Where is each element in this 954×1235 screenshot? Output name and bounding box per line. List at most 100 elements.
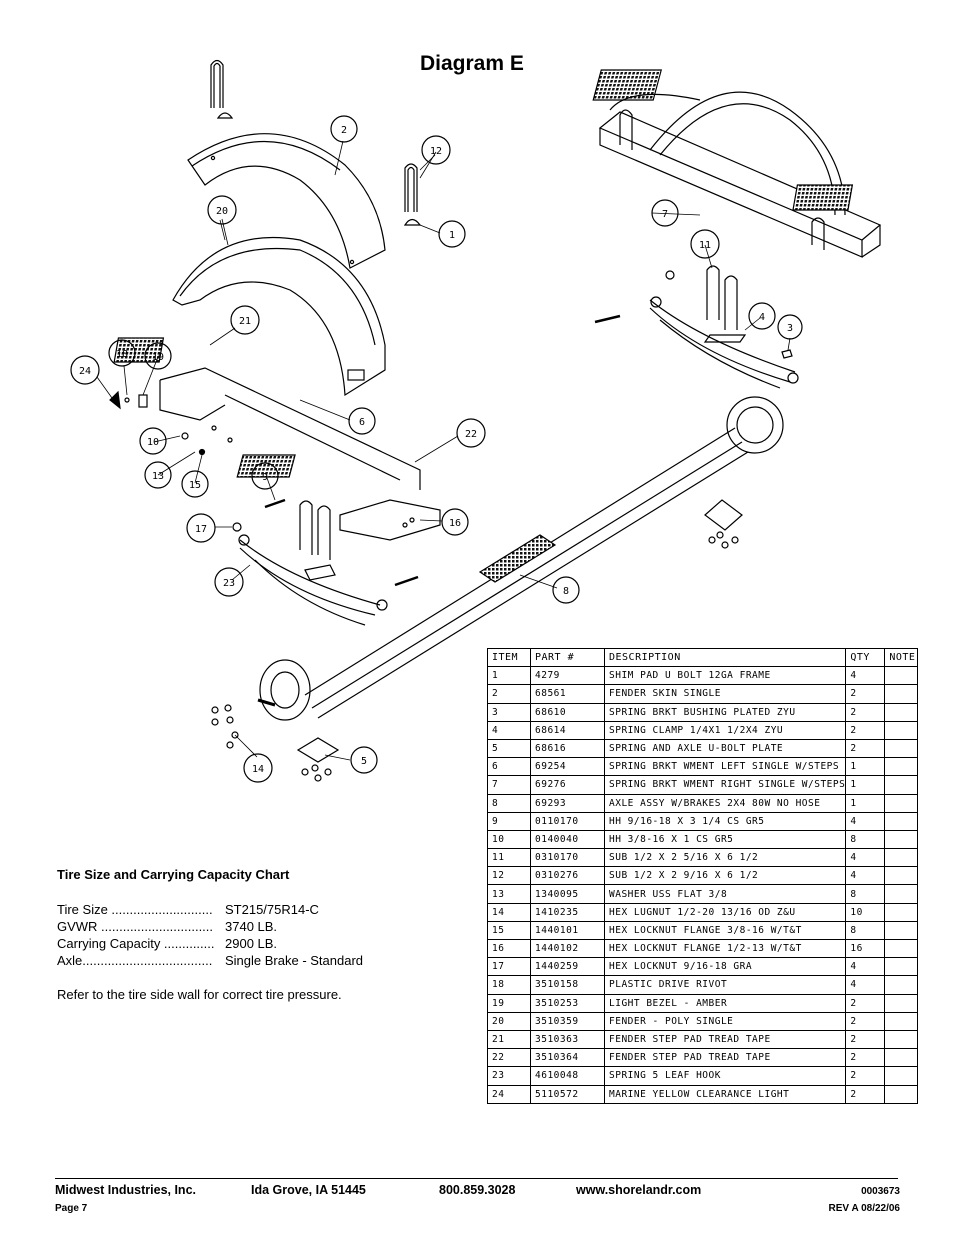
capacity-value: 3740 LB. (225, 919, 278, 934)
capacity-value: ST215/75R14-C (225, 902, 319, 917)
cell-part-number: 1440101 (530, 920, 605, 941)
cell-description: SPRING 5 LEAF HOOK (603, 1066, 847, 1086)
footer-company: Midwest Industries, Inc. (55, 1183, 196, 1197)
cell-description: LIGHT BEZEL - AMBER (603, 993, 847, 1013)
cell-part-number: 0110170 (530, 811, 605, 831)
callout-1: 1 (438, 220, 466, 248)
axle-assembly (257, 396, 784, 721)
cell-description: HEX LOCKNUT FLANGE 1/2-13 W/T&T (603, 938, 847, 959)
cell-part-number: 1440102 (530, 938, 605, 959)
capacity-row: Axle....................................… (57, 952, 363, 969)
cell-item: 18 (487, 975, 531, 995)
cell-item: 1 (487, 666, 531, 686)
axle-plates (211, 499, 743, 782)
cell-note (884, 1048, 919, 1068)
cell-description: HH 9/16-18 X 3 1/4 CS GR5 (603, 811, 847, 831)
cell-description: FENDER SKIN SINGLE (603, 684, 847, 704)
fender-skin (187, 133, 386, 269)
svg-text:12: 12 (430, 146, 442, 157)
cell-note (884, 829, 919, 850)
cell-qty: 4 (845, 975, 886, 995)
cell-item: 11 (487, 848, 531, 868)
footer-phone: 800.859.3028 (439, 1183, 516, 1197)
exploded-parts-diagram: 1 2 3 4 5 6 7 8 9 10 11 12 13 14 15 16 1… (70, 59, 882, 783)
cell-item: 13 (487, 884, 531, 904)
cell-part-number: 68616 (530, 738, 605, 759)
cell-part-number: 0140040 (530, 829, 605, 850)
callout-19: 19 (144, 342, 172, 370)
cell-item: 6 (487, 757, 531, 777)
capacity-row: Carrying Capacity .............. 2900 LB. (57, 935, 363, 952)
capacity-value: 2900 LB. (225, 936, 278, 951)
cell-item: 16 (487, 938, 531, 959)
cell-item: 7 (487, 775, 531, 795)
cell-qty: 10 (845, 902, 886, 922)
cell-qty: 4 (845, 666, 886, 686)
callout-7: 7 (651, 199, 679, 227)
cell-note (884, 957, 919, 977)
cell-description: HEX LOCKNUT 9/16-18 GRA (603, 957, 847, 977)
cell-note (884, 993, 919, 1013)
cell-item: 22 (487, 1048, 531, 1068)
cell-qty: 2 (845, 1029, 886, 1050)
cell-qty: 2 (845, 1048, 886, 1068)
cell-note (884, 757, 919, 777)
cell-description: HEX LUGNUT 1/2-20 13/16 OD Z&U (603, 902, 847, 922)
capacity-label: Carrying Capacity .............. (57, 936, 215, 951)
cell-qty: 2 (845, 1066, 886, 1086)
callout-3: 3 (777, 314, 803, 340)
cell-part-number: 68561 (530, 684, 605, 704)
cell-description: FENDER STEP PAD TREAD TAPE (603, 1029, 847, 1050)
cell-item: 9 (487, 811, 531, 831)
cell-part-number: 4610048 (530, 1066, 605, 1086)
callout-4: 4 (748, 302, 776, 330)
cell-item: 23 (487, 1066, 531, 1086)
cell-qty: 2 (845, 1084, 886, 1104)
callout-10: 10 (139, 427, 167, 455)
cell-qty: 1 (845, 793, 886, 813)
cell-description: FENDER - POLY SINGLE (603, 1011, 847, 1031)
callout-23: 23 (214, 567, 244, 597)
svg-text:2: 2 (341, 125, 347, 136)
footer-page-number: Page 7 (55, 1203, 88, 1214)
footer-website: www.shorelandr.com (576, 1183, 702, 1197)
callout-13: 13 (144, 461, 172, 489)
cell-qty: 1 (845, 775, 886, 795)
cell-description: AXLE ASSY W/BRAKES 2X4 80W NO HOSE (603, 793, 847, 813)
cell-item: 2 (487, 684, 531, 704)
callout-22: 22 (456, 418, 486, 448)
cell-qty: 2 (845, 720, 886, 740)
right-fender-frame-assembly (592, 69, 882, 258)
cell-note (884, 920, 919, 941)
cell-note (884, 666, 919, 686)
callout-24: 24 (70, 355, 100, 385)
cell-description: SPRING BRKT WMENT RIGHT SINGLE W/STEPS (603, 775, 847, 795)
cell-description: HH 3/8-16 X 1 CS GR5 (603, 829, 847, 850)
cell-note (884, 866, 919, 886)
callout-5: 5 (350, 746, 378, 774)
svg-text:7: 7 (662, 209, 668, 220)
svg-text:20: 20 (216, 206, 228, 217)
cell-part-number: 0310276 (530, 866, 605, 886)
cell-part-number: 3510158 (530, 975, 605, 995)
cell-part-number: 5110572 (530, 1084, 605, 1104)
callout-markers: 1 2 3 4 5 6 7 8 9 10 11 12 13 14 15 16 1… (70, 115, 803, 783)
col-note-header: NOTE (884, 647, 919, 668)
cell-item: 24 (487, 1084, 531, 1104)
svg-text:16: 16 (449, 518, 461, 529)
svg-text:1: 1 (449, 230, 455, 241)
cell-note (884, 902, 919, 922)
cell-item: 4 (487, 720, 531, 740)
cell-note (884, 1066, 919, 1086)
cell-note (884, 702, 919, 722)
cell-qty: 2 (845, 684, 886, 704)
cell-qty: 2 (845, 702, 886, 722)
